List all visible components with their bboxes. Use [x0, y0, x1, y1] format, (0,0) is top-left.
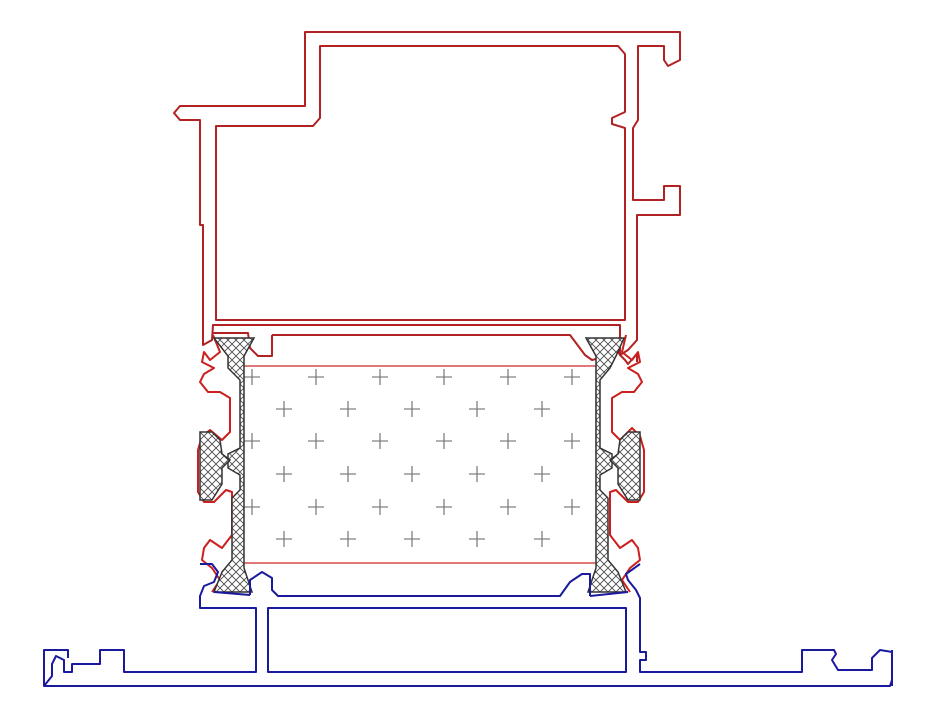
insulation-plus-mark: [436, 499, 452, 515]
upper-frame-glazing-rebate: [212, 332, 638, 365]
base-profile: [43, 563, 893, 687]
insulation-plus-mark: [308, 433, 324, 449]
insulation-panel: [242, 365, 597, 564]
insulation-plus-mark: [372, 499, 388, 515]
insulation-plus-mark: [276, 531, 292, 547]
right-thermal-break-key: [608, 431, 641, 501]
left-thermal-break-strip: [212, 337, 256, 593]
insulation-plus-mark: [534, 466, 550, 482]
thermal-break-left: [199, 337, 256, 593]
base-profile-outline: [43, 563, 893, 687]
insulation-plus-mark: [276, 466, 292, 482]
insulation-plus-mark: [372, 369, 388, 385]
insulation-plus-mark: [469, 466, 485, 482]
insulation-plus-mark: [436, 433, 452, 449]
insulation-plus-mark: [244, 499, 260, 515]
upper-frame-profile: [173, 31, 681, 365]
insulation-plus-mark: [534, 401, 550, 417]
insulation-plus-mark: [500, 433, 516, 449]
insulation-plus-mark: [372, 433, 388, 449]
insulation-plus-mark: [500, 369, 516, 385]
insulation-plus-mark: [244, 433, 260, 449]
insulation-plus-mark: [564, 499, 580, 515]
insulation-plus-mark: [276, 401, 292, 417]
upper-frame-inner-chamber: [215, 45, 626, 321]
insulation-panel-border: [242, 365, 597, 564]
insulation-plus-mark: [534, 531, 550, 547]
insulation-plus-mark: [564, 369, 580, 385]
insulation-plus-mark: [469, 531, 485, 547]
insulation-plus-mark: [308, 499, 324, 515]
insulation-plus-mark: [404, 466, 420, 482]
insulation-plus-mark: [340, 401, 356, 417]
sash-profile: [197, 334, 645, 593]
insulation-plus-mark: [404, 401, 420, 417]
insulation-plus-mark: [340, 531, 356, 547]
insulation-plus-mark: [308, 369, 324, 385]
left-thermal-break-key: [199, 431, 232, 501]
thermal-break-right: [584, 337, 641, 593]
base-profile-glazing-rebate: [213, 571, 629, 597]
upper-frame-outline: [173, 31, 681, 356]
insulation-plus-mark: [436, 369, 452, 385]
insulation-plus-mark: [340, 466, 356, 482]
insulation-plus-mark: [244, 369, 260, 385]
insulation-plus-mark: [404, 531, 420, 547]
insulation-markers: [244, 369, 580, 547]
insulation-plus-mark: [500, 499, 516, 515]
base-profile-inner-chamber: [267, 607, 627, 673]
insulation-plus-mark: [469, 401, 485, 417]
insulation-plus-mark: [564, 433, 580, 449]
